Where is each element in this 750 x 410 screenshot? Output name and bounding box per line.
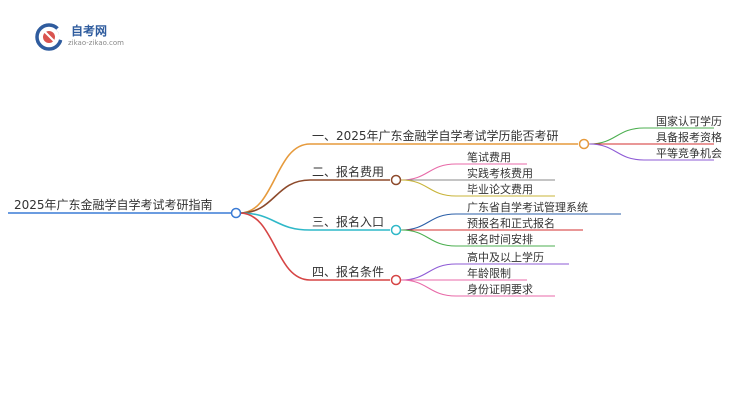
logo-name: 自考网: [71, 24, 108, 38]
leaf-label: 报名时间安排: [467, 232, 533, 246]
branch-connector: [239, 179, 311, 214]
branch-connector: [239, 212, 311, 281]
leaf-connector: [400, 213, 457, 231]
leaf-label: 预报名和正式报名: [467, 216, 555, 230]
branch-label: 三、报名入口: [312, 214, 384, 229]
logo-url: zikao-zikao.com: [68, 39, 124, 47]
leaf-connector: [400, 229, 457, 247]
branch-label: 四、报名条件: [312, 264, 384, 279]
branch-label: 二、报名费用: [312, 164, 384, 179]
branch-node: [578, 138, 590, 150]
branch-node: [390, 174, 402, 186]
site-logo[interactable]: 自考网 zikao-zikao.com: [34, 22, 144, 52]
leaf-label: 毕业论文费用: [467, 182, 533, 196]
root-label: 2025年广东金融学自学考试考研指南: [14, 197, 213, 212]
branch-connector: [239, 143, 311, 214]
branch-label: 一、2025年广东金融学自学考试学历能否考研: [312, 128, 559, 143]
branch-node: [390, 224, 402, 236]
leaf-label: 笔试费用: [467, 150, 511, 164]
leaf-label: 高中及以上学历: [467, 250, 544, 264]
leaf-label: 身份证明要求: [467, 282, 533, 296]
leaf-connector: [400, 179, 457, 197]
leaf-connector: [400, 279, 457, 297]
leaf-label: 实践考核费用: [467, 166, 533, 180]
branch-node: [390, 274, 402, 286]
leaf-label: 具备报考资格: [656, 130, 722, 144]
logo-mark-icon: [35, 23, 64, 51]
leaf-label: 国家认可学历: [656, 114, 722, 128]
leaf-connector: [400, 163, 457, 181]
leaf-connector: [588, 127, 645, 145]
leaf-label: 广东省自学考试管理系统: [467, 200, 588, 214]
leaf-label: 年龄限制: [467, 266, 511, 280]
leaf-connector: [400, 263, 457, 281]
leaf-label: 平等竞争机会: [656, 146, 722, 160]
leaf-connector: [588, 143, 645, 161]
branch-connector: [239, 212, 311, 231]
root-node: [230, 207, 242, 219]
